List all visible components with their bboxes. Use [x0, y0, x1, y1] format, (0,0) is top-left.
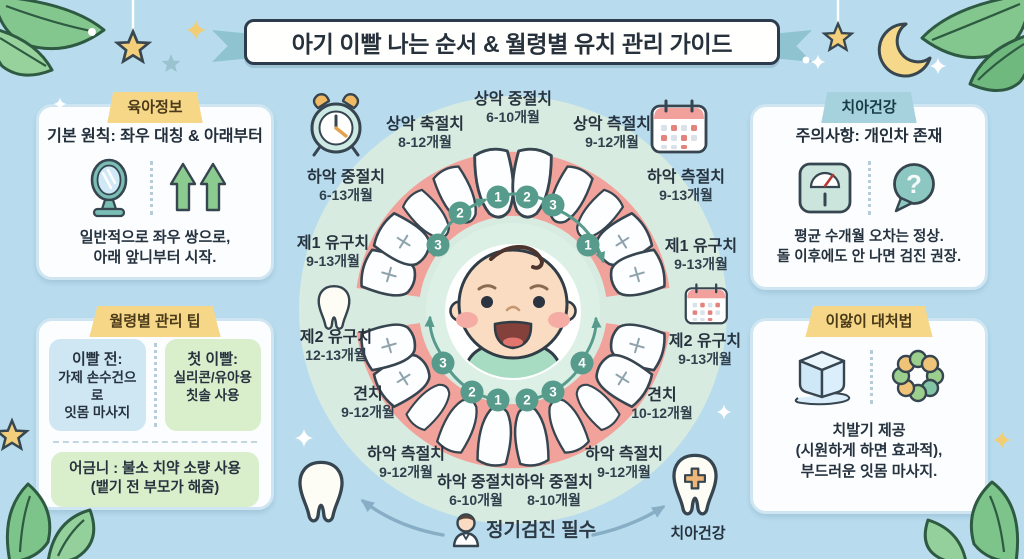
seq-badge: 3 — [439, 356, 447, 371]
panel-monthly-tips: 월령별 관리 팁 이빨 전: 가제 손수건으로 잇몸 마사지 첫 이빨: 실리콘… — [36, 306, 274, 510]
ice-cube-icon — [794, 350, 850, 406]
remedy-line1: 치발기 제공 — [832, 422, 906, 439]
leaves-top-left — [0, 0, 106, 77]
gums — [356, 151, 670, 469]
tooth-health-label: 치아건강 — [670, 525, 726, 542]
basic-principle-heading: 기본 원칙: 좌우 대칭 & 아래부터 — [47, 128, 263, 145]
seq-badge: 2 — [468, 385, 476, 400]
tip-card1-line2: 잇몸 마사지 — [64, 405, 131, 421]
tag-dental-health: 치아건강 — [821, 92, 917, 123]
sparkle-icon — [929, 57, 947, 75]
teething-ring-icon — [891, 349, 944, 403]
hanging-star-right — [823, 0, 853, 51]
tip-card2-line2: 칫솔 사용 — [186, 387, 240, 403]
tip-card-before-teeth: 이빨 전: 가제 손수건으로 잇몸 마사지 — [49, 339, 146, 431]
cautions-line2: 돌 이후에도 안 나면 검진 권장. — [776, 248, 962, 265]
seq-badge: 1 — [494, 190, 502, 205]
basic-principle-line2: 아래 앞니부터 시작. — [93, 249, 217, 267]
up-arrows-icon — [169, 162, 226, 212]
tip-card2-title: 첫 이빨: — [187, 351, 239, 368]
seq-badge: 2 — [523, 393, 531, 408]
dashed-divider — [53, 440, 257, 443]
alarm-clock-icon — [310, 93, 362, 157]
tip-card1-title: 이빨 전: — [71, 351, 123, 368]
baby-face — [445, 244, 581, 380]
tip-card3-line2: (뱉기 전 부모가 해줌) — [90, 480, 220, 497]
tip-card-first-tooth: 첫 이빨: 실리콘/유아용 칫솔 사용 — [164, 339, 261, 431]
tag-monthly-tips: 월령별 관리 팁 — [89, 306, 221, 337]
panel-teething-remedy: 이앓이 대처법 — [750, 306, 988, 514]
question-mark-glyph: ? — [906, 169, 922, 199]
small-star-icon — [161, 54, 181, 73]
doctor-icon — [452, 513, 480, 548]
dot-sparkle — [88, 28, 96, 36]
seq-badge: 4 — [578, 356, 586, 371]
tip-card2-line1: 실리콘/유아용 — [173, 370, 252, 385]
seq-badge: 3 — [549, 385, 557, 400]
panel-cautions: 치아건강 주의사항: 개인차 존재 ? 평균 수개월 오차는 정상. 돌 이후에… — [750, 92, 988, 290]
crescent-moon-icon — [877, 22, 932, 78]
dotted-divider — [153, 342, 157, 427]
tip-card3-line1: 어금니 : 불소 치약 소량 사용 — [69, 460, 241, 477]
leaves-top-right — [920, 0, 1024, 92]
sparkle-icon — [810, 54, 826, 70]
seq-badge: 2 — [456, 206, 464, 221]
cautions-heading: 주의사항: 개인차 존재 — [795, 128, 943, 145]
tag-teething-remedy: 이앓이 대처법 — [805, 306, 933, 337]
page-title: 아기 이빨 나는 순서 & 월령별 유치 관리 가이드 — [244, 19, 780, 65]
seq-badge: 3 — [549, 198, 557, 213]
remedy-line2: (시원하게 하면 효과적), — [795, 442, 943, 460]
sparkle-icon — [993, 431, 1011, 449]
mirror-icon — [90, 158, 127, 218]
seq-badge: 2 — [523, 190, 531, 205]
calendar-icon-small — [684, 283, 728, 325]
remedy-line3: 부드러운 잇몸 마사지. — [800, 462, 938, 480]
dotted-divider — [867, 161, 871, 215]
star-icon — [0, 419, 28, 450]
checkup-note: 정기검진 필수 — [486, 520, 597, 541]
tip-card1-line1: 가제 손수건으로 — [58, 370, 137, 403]
question-bubble-icon: ? — [892, 163, 935, 213]
teeth-eruption-diagram: 3 2 1 2 3 1 3 2 1 2 3 4 — [298, 93, 728, 548]
sequence-badges: 3 2 1 2 3 1 3 2 1 2 3 4 — [426, 185, 600, 412]
sparkle-icon — [186, 20, 206, 40]
calendar-icon — [650, 99, 708, 154]
panel-basic-principle: 육아정보 기본 원칙: 좌우 대칭 & 아래부터 일반적으로 좌우 쌍으로, 아… — [36, 92, 274, 280]
basic-principle-line1: 일반적으로 좌우 쌍으로, — [79, 229, 231, 246]
hanging-star-left — [115, 0, 151, 63]
seq-badge: 1 — [494, 393, 502, 408]
scale-icon — [798, 162, 851, 214]
dotted-divider — [869, 350, 873, 404]
tooth-icon-bottom-left — [298, 460, 344, 523]
seq-badge: 3 — [434, 238, 442, 253]
baby-hair-curl — [489, 244, 544, 270]
tooth-health-icon — [672, 453, 718, 516]
dotted-divider — [149, 161, 153, 215]
seq-badge: 1 — [584, 238, 592, 253]
tip-card-molar: 어금니 : 불소 치약 소량 사용 (뱉기 전 부모가 해줌) — [51, 451, 259, 507]
checkup-arrows — [360, 499, 666, 537]
tag-parenting-info: 육아정보 — [107, 92, 203, 123]
cautions-line1: 평균 수개월 오차는 정상. — [794, 229, 944, 245]
